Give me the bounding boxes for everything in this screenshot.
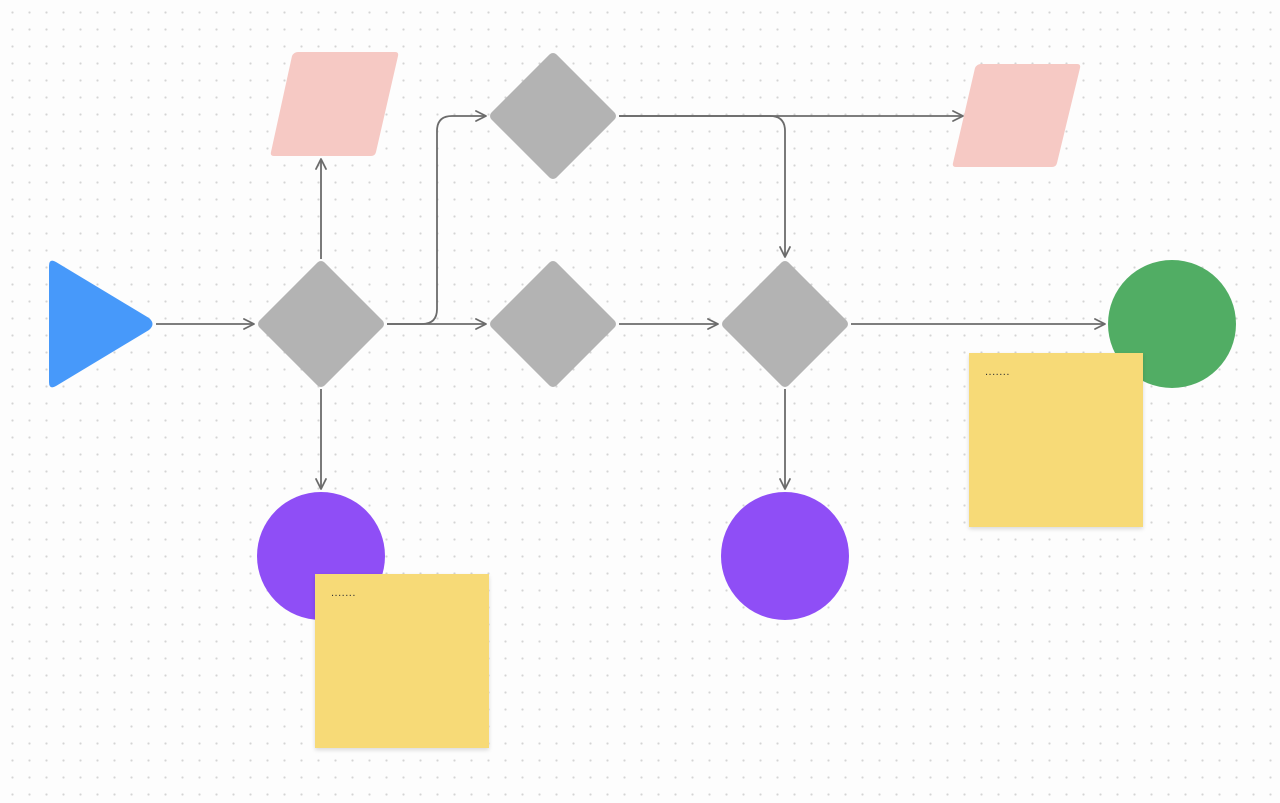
start-triangle-shape[interactable] (49, 260, 153, 388)
connectors (156, 110, 1106, 490)
io-2-parallelogram-shape[interactable] (952, 64, 1081, 167)
connector-decision-2-to-decision-4[interactable] (619, 115, 791, 258)
decision-3-diamond-shape[interactable] (488, 259, 618, 389)
decision-2-diamond-shape[interactable] (488, 51, 618, 181)
connector-decision-1-to-decision-2[interactable] (387, 110, 487, 325)
sticky-note-1-text[interactable]: ....... (331, 587, 356, 599)
sticky-note-2[interactable]: ....... (969, 353, 1143, 527)
sticky-note-2-text[interactable]: ....... (985, 366, 1010, 378)
decision-4-diamond-shape[interactable] (720, 259, 850, 389)
decision-1-diamond-shape[interactable] (256, 259, 386, 389)
end-purple-2-circle-shape[interactable] (721, 492, 849, 620)
io-1-parallelogram-shape[interactable] (270, 52, 399, 156)
sticky-note-1[interactable]: ....... (315, 574, 489, 748)
